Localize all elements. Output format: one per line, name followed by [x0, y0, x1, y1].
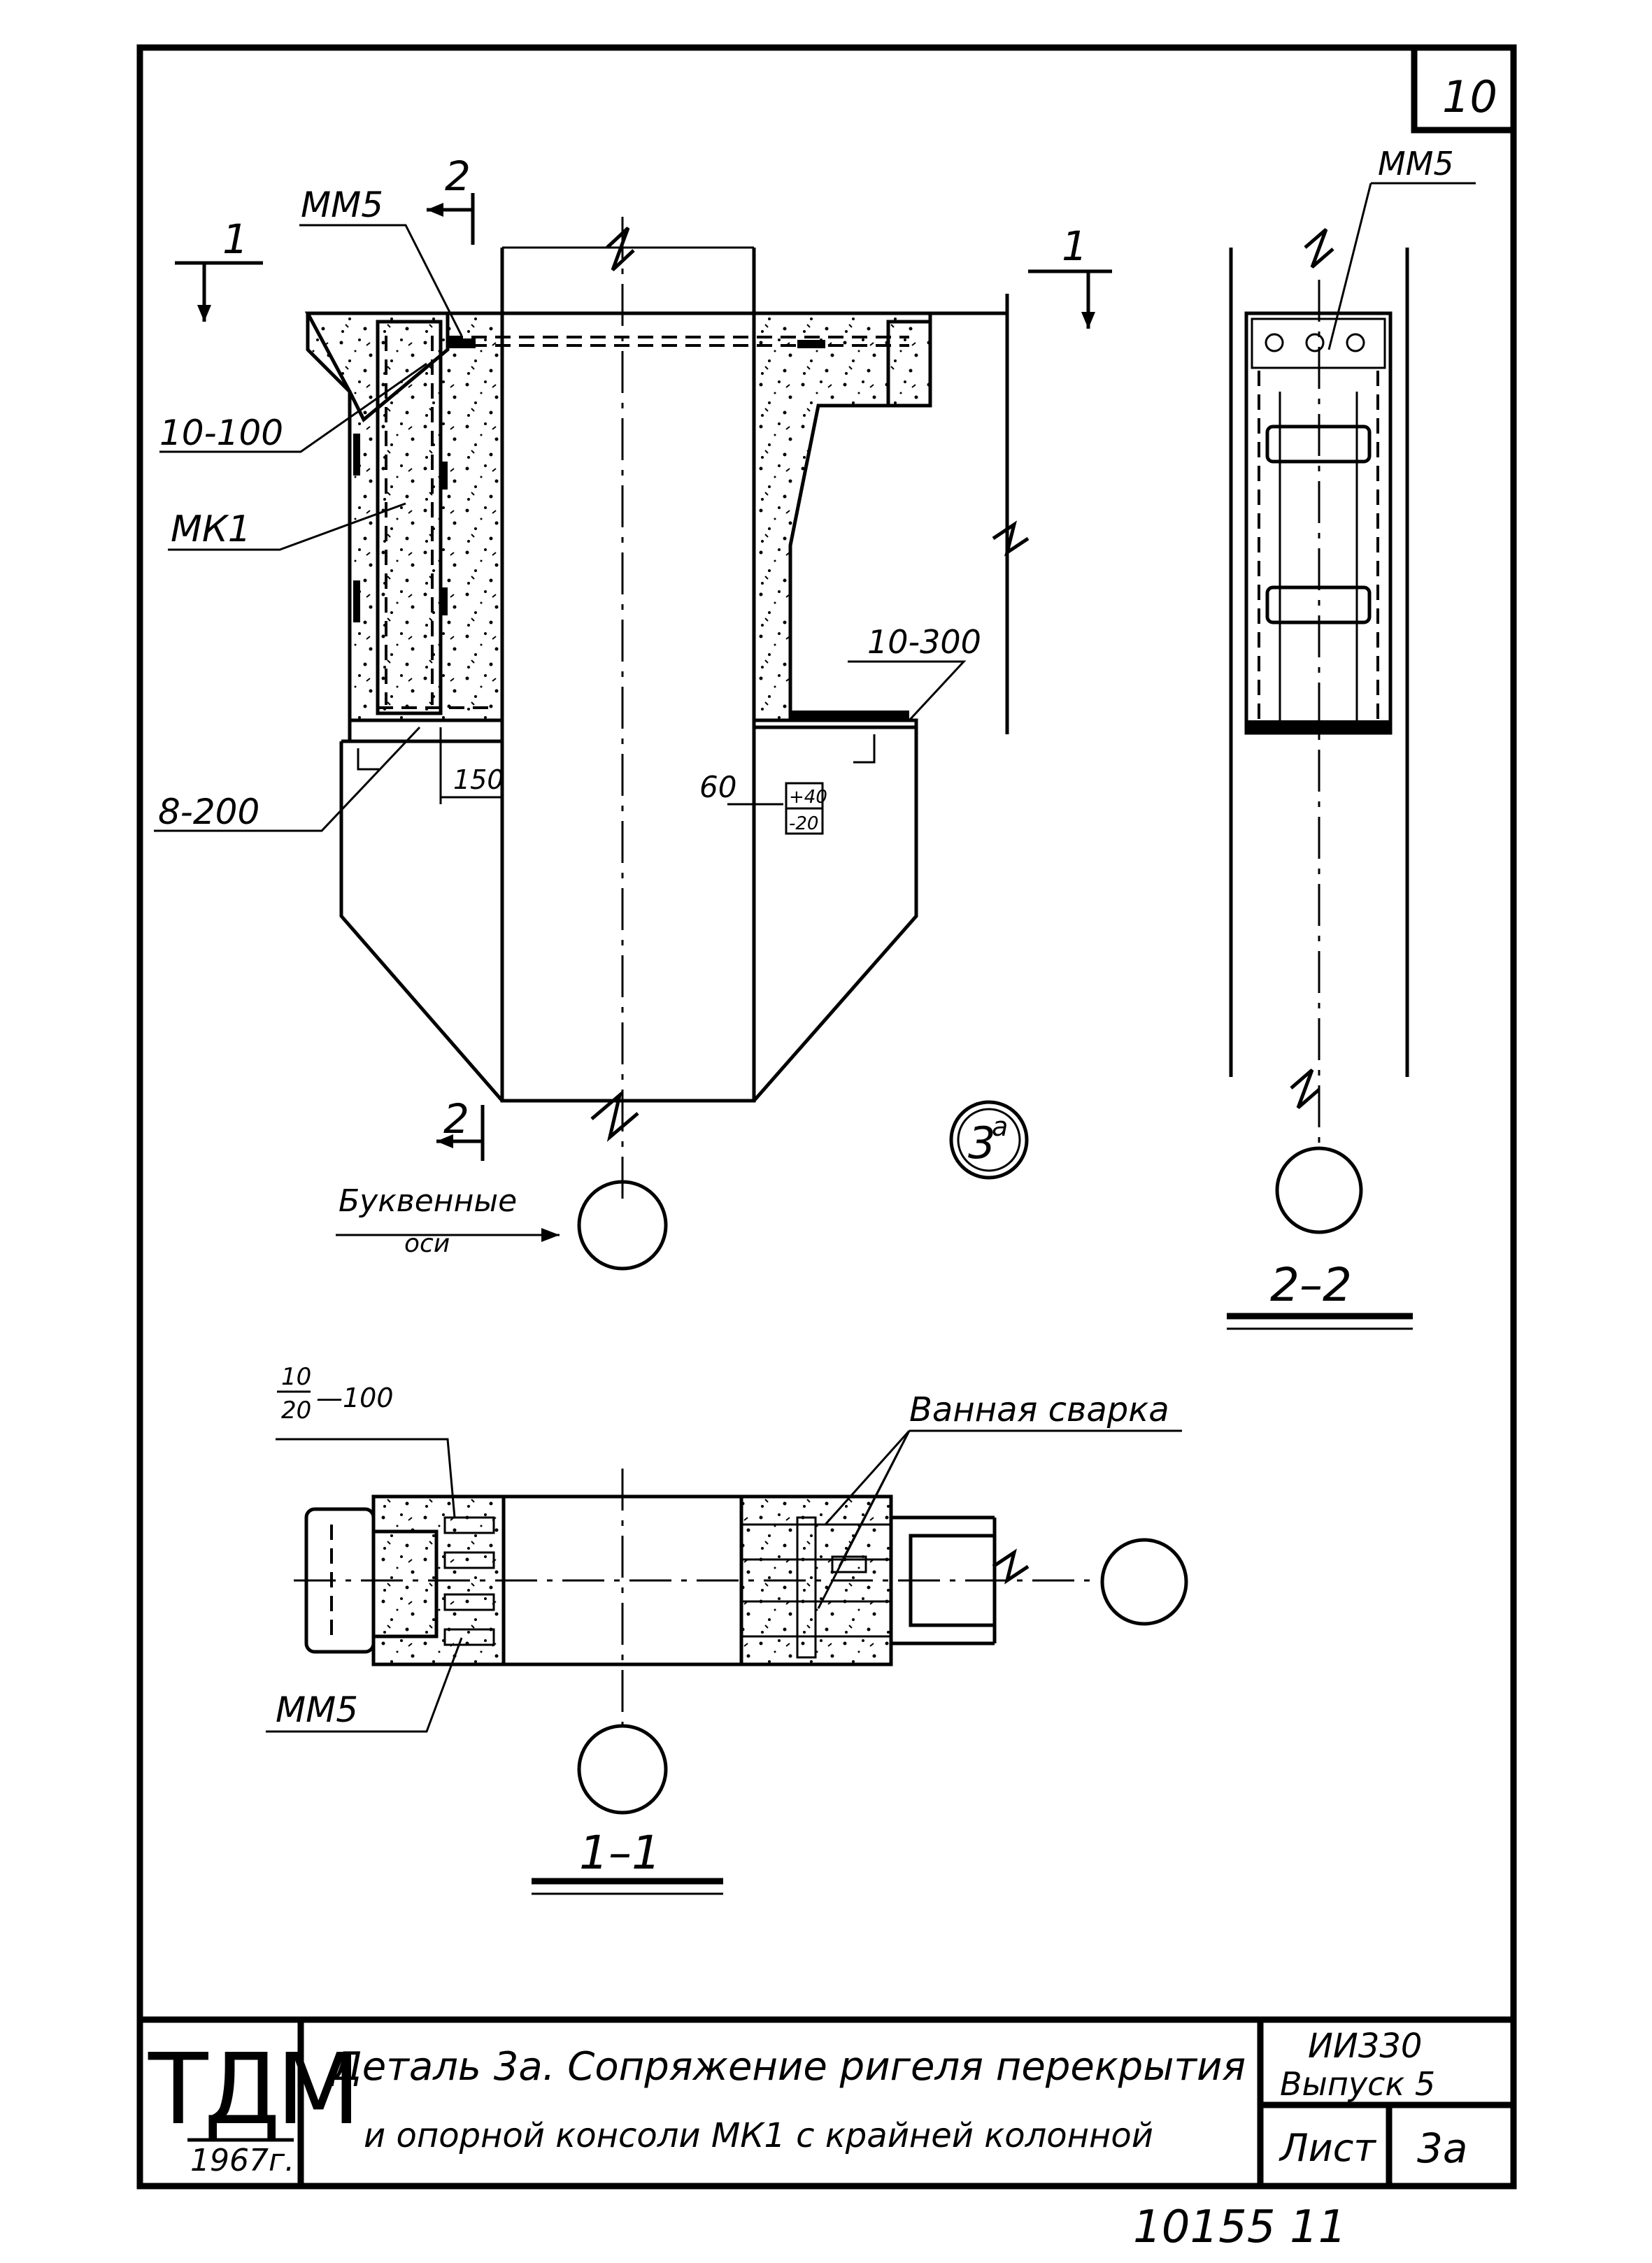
tolerance-plus: +40: [789, 787, 827, 808]
label-mm5-plan: ММ5: [276, 1690, 358, 1730]
elevation-leaders: [154, 224, 967, 835]
detail-mark-sup: а: [992, 1111, 1008, 1142]
view-2-2-title: 2–2: [1270, 1258, 1352, 1312]
cut1-right-label: 1: [1062, 222, 1088, 270]
view-1-1-title: 1–1: [579, 1826, 661, 1880]
series-line1: ИИ330: [1308, 2027, 1422, 2066]
title-line2: и опорной консоли МК1 с крайней колонной: [364, 2116, 1153, 2155]
cut1-left-label: 1: [222, 215, 248, 263]
detail-mark: [949, 1100, 1029, 1180]
main-elevation: [304, 217, 1030, 1203]
axes-note-line1: Буквенные: [339, 1183, 517, 1219]
label-mk1: МК1: [171, 508, 251, 550]
axes-note-line2: оси: [404, 1229, 450, 1258]
section-1-1: [266, 1429, 1188, 1895]
sheet-number: 10: [1442, 71, 1497, 122]
cut2-bottom-label: 2: [443, 1095, 469, 1143]
label-weld-10-300: 10-300: [867, 623, 981, 661]
org-logo-text: ТДМ: [148, 2033, 357, 2147]
bottom-number: 10155 11: [1133, 2201, 1346, 2253]
section-cut-marks: [175, 193, 1112, 1161]
dim-60: 60: [699, 770, 736, 804]
year: 1967г.: [190, 2143, 294, 2178]
sheet-value: 3а: [1417, 2125, 1467, 2172]
dim-150: 150: [453, 764, 504, 795]
label-bath-welding: Ванная сварка: [909, 1390, 1169, 1429]
label-mm5-top: ММ5: [301, 185, 383, 225]
sheet-label: Лист: [1279, 2126, 1376, 2170]
axis-bubble-main: [336, 1180, 668, 1271]
label-weld-8-200: 8-200: [158, 792, 259, 832]
title-block: [140, 2016, 1514, 2186]
frac-denominator: 20: [281, 1397, 311, 1425]
series-line2: Выпуск 5: [1280, 2065, 1435, 2103]
section-2-2: [1227, 182, 1476, 1330]
frac-numerator: 10: [281, 1363, 311, 1391]
detail-mark-label: 3: [968, 1118, 995, 1169]
title-line1: Деталь 3а. Сопряжение ригеля перекрытия: [329, 2044, 1246, 2090]
frac-suffix: —100: [316, 1383, 394, 1413]
label-mm5-section: ММ5: [1378, 145, 1454, 183]
console-mk1: [306, 311, 504, 722]
cut2-top-label: 2: [445, 152, 471, 200]
tolerance-minus: -20: [789, 813, 818, 834]
label-weld-10-100: 10-100: [159, 413, 283, 453]
sheet-frame: [136, 44, 1517, 2190]
